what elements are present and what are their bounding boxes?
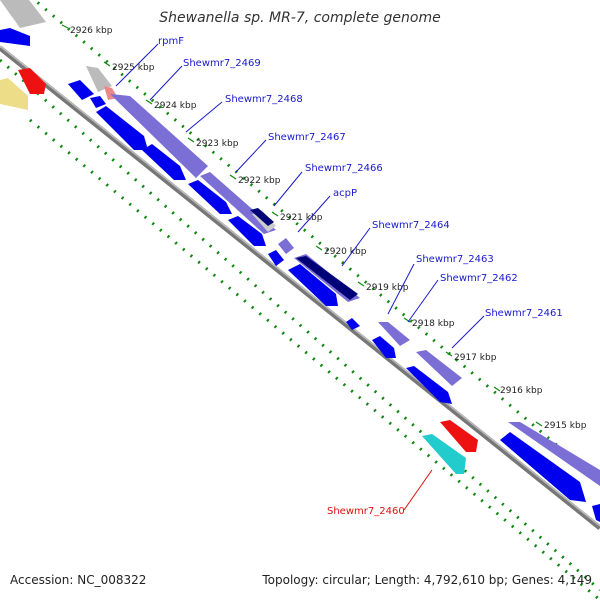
gene-label[interactable]: Shewmr7_2466 bbox=[305, 163, 383, 174]
gene-block-Shewmr7_2461[interactable] bbox=[416, 350, 462, 386]
gene-label[interactable]: Shewmr7_2469 bbox=[183, 58, 261, 69]
tick-label: 2921 kbp bbox=[280, 213, 323, 223]
gene-label[interactable]: Shewmr7_2467 bbox=[268, 132, 346, 143]
feature-cyan[interactable] bbox=[422, 434, 466, 474]
genome-summary-text: Topology: circular; Length: 4,792,610 bp… bbox=[262, 573, 592, 587]
tick-label: 2926 kbp bbox=[70, 26, 113, 36]
genome-backbone bbox=[0, 46, 600, 530]
tick-label: 2915 kbp bbox=[544, 421, 587, 431]
gene-label[interactable]: Shewmr7_2464 bbox=[372, 220, 450, 231]
gene-block-grey[interactable] bbox=[86, 66, 112, 92]
gene-block-dark[interactable] bbox=[296, 256, 358, 300]
gene-arrow-reverse[interactable] bbox=[142, 144, 186, 180]
gene-block-acpP[interactable] bbox=[278, 238, 294, 254]
gene-arrow-reverse[interactable] bbox=[68, 80, 94, 100]
gene-label[interactable]: Shewmr7_2460 bbox=[327, 506, 405, 517]
gene-arrow-reverse[interactable] bbox=[346, 318, 360, 330]
feature-red-Shewmr7_2460[interactable] bbox=[440, 420, 478, 452]
gene-arrow-reverse[interactable] bbox=[288, 264, 338, 306]
gene-label[interactable]: Shewmr7_2462 bbox=[440, 273, 518, 284]
tick-label: 2918 kbp bbox=[412, 319, 455, 329]
gene-labels: rpmF Shewmr7_2469 Shewmr7_2468 Shewmr7_2… bbox=[158, 36, 563, 517]
tick-label: 2920 kbp bbox=[324, 247, 367, 257]
tick-label: 2917 kbp bbox=[454, 353, 497, 363]
tick-label: 2924 kbp bbox=[154, 101, 197, 111]
gene-label[interactable]: acpP bbox=[333, 188, 357, 199]
accession-text: Accession: NC_008322 bbox=[10, 573, 147, 587]
tick-label: 2919 kbp bbox=[366, 283, 409, 293]
tick-label: 2916 kbp bbox=[500, 386, 543, 396]
lower-features bbox=[0, 68, 478, 474]
feature-red[interactable] bbox=[18, 68, 46, 94]
gene-arrow-reverse[interactable] bbox=[372, 336, 396, 358]
gene-label[interactable]: rpmF bbox=[158, 36, 184, 47]
gene-block-Shewmr7_2463[interactable] bbox=[378, 322, 410, 346]
gene-arrow-reverse[interactable] bbox=[0, 28, 30, 46]
tick-label: 2922 kbp bbox=[238, 176, 281, 186]
gene-arrow-reverse[interactable] bbox=[228, 216, 266, 246]
gene-arrow-reverse[interactable] bbox=[96, 106, 148, 150]
gene-label[interactable]: Shewmr7_2468 bbox=[225, 94, 303, 105]
gene-block-grey[interactable] bbox=[0, 0, 46, 28]
gene-label[interactable]: Shewmr7_2463 bbox=[416, 254, 494, 265]
gene-arrow-reverse[interactable] bbox=[188, 180, 232, 214]
gene-arrow-reverse[interactable] bbox=[592, 504, 600, 522]
tick-label: 2923 kbp bbox=[196, 139, 239, 149]
feature-yellow[interactable] bbox=[0, 78, 28, 110]
tick-labels: 2926 kbp 2925 kbp 2924 kbp 2923 kbp 2922… bbox=[70, 26, 587, 431]
gene-block-far-right[interactable] bbox=[508, 422, 600, 486]
gene-arrow-reverse[interactable] bbox=[406, 366, 452, 404]
genome-backbone-highlight bbox=[0, 45, 600, 527]
gene-block-dark[interactable] bbox=[250, 208, 274, 226]
gene-block-Shewmr7_2469[interactable] bbox=[110, 94, 208, 178]
gene-label[interactable]: Shewmr7_2461 bbox=[485, 308, 563, 319]
gene-arrow-reverse[interactable] bbox=[90, 96, 106, 108]
page-title: Shewanella sp. MR-7, complete genome bbox=[159, 10, 441, 26]
gene-arrow-reverse[interactable] bbox=[500, 432, 586, 502]
tick-guide-inner bbox=[0, 58, 600, 592]
tick-guide-lower bbox=[29, 118, 600, 600]
gene-arrow-reverse[interactable] bbox=[268, 250, 284, 266]
label-leaders bbox=[115, 43, 485, 511]
tick-marks bbox=[61, 24, 543, 427]
forward-genes bbox=[0, 0, 600, 486]
reverse-genes bbox=[0, 28, 600, 522]
highlighted-genes bbox=[250, 208, 358, 300]
